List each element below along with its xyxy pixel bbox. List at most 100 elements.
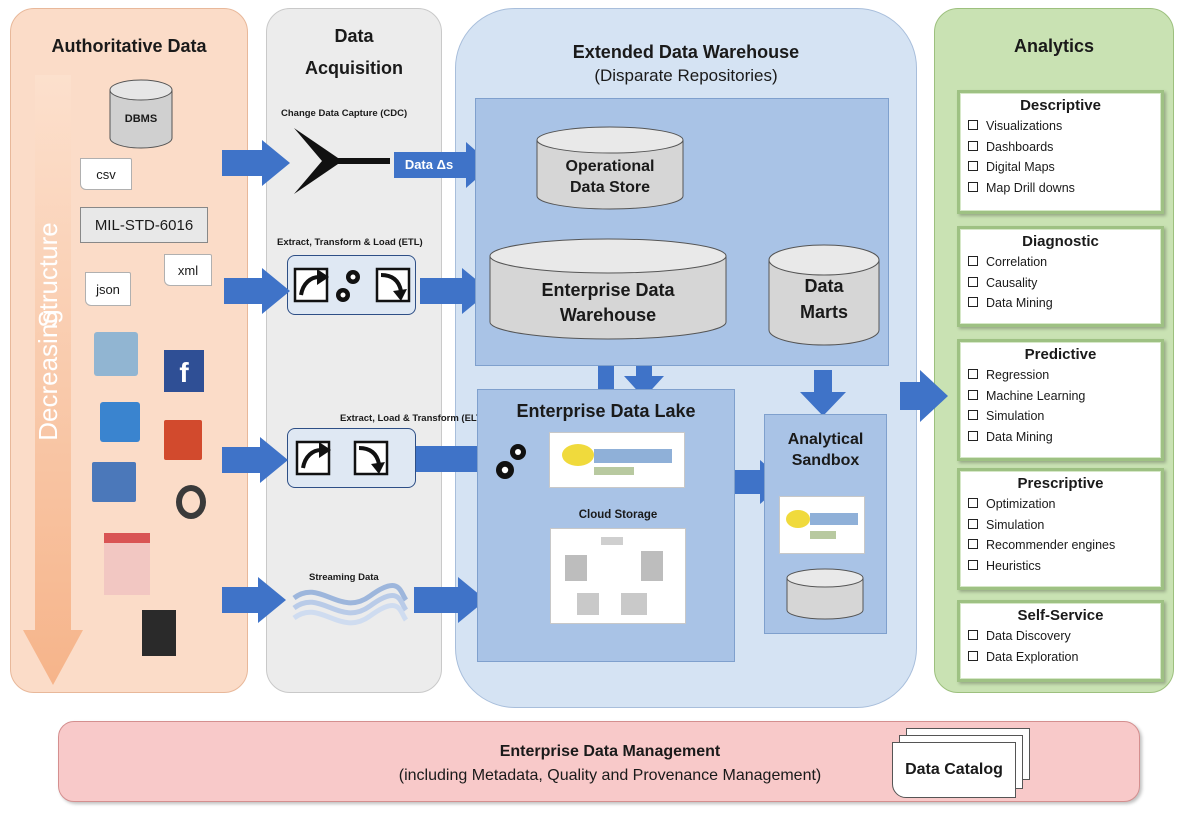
item-label: Map Drill downs [986,180,1075,195]
item-label: Causality [986,275,1038,290]
hadoop-logo-lake [549,432,685,488]
analytics-prescriptive: Prescriptive Optimization Simulation Rec… [957,468,1164,590]
checkbox-icon [968,256,978,266]
data-deltas-tag: Data Δs [404,157,454,172]
checkbox-icon [968,559,978,570]
arrow-cdc-to-ods [394,142,492,188]
diagnostic-item: Data Mining [968,293,1153,314]
streaming-wave-icon [292,583,409,626]
load-transform-icon [295,440,389,476]
data-lake-title: Enterprise Data Lake [516,401,696,421]
checkbox-icon [968,389,978,400]
prescriptive-item: Simulation [968,515,1153,536]
edw-label-line1: Enterprise Data [541,280,675,300]
arrow-sources-to-etl [224,268,290,314]
checkbox-icon [968,120,978,130]
item-label: Data Mining [986,296,1053,310]
mil-std-6016-box: MIL-STD-6016 [80,207,208,243]
item-label: Simulation [986,517,1045,532]
cdc-merge-icon [294,128,390,194]
facebook-icon: f [164,350,204,392]
checkbox-icon [968,498,978,508]
diagnostic-item: Correlation [968,252,1153,273]
checkbox-icon [968,369,978,379]
hadoop-logo-sandbox [779,496,865,554]
analytics-predictive: Predictive Regression Machine Learning S… [957,339,1164,461]
json-document: json [85,272,131,306]
xml-document: xml [164,254,212,286]
hadoop-elephant-small-icon [786,510,858,539]
sandbox-cylinder [786,568,864,620]
checkbox-icon [968,161,978,171]
transform-share-icon [293,267,411,303]
analytics-self-service: Self-Service Data Discovery Data Explora… [957,600,1164,682]
checkbox-icon [968,410,978,420]
data-marts-cylinder [768,244,880,346]
warehouse-subtitle: (Disparate Repositories) [594,66,778,85]
opera-icon [176,485,206,519]
checkbox-icon [968,181,978,192]
sandbox-title-line2: Sandbox [791,452,860,469]
self-service-title: Self-Service [1017,607,1104,624]
ods-label-line2: Data Store [569,179,651,196]
checkbox-icon [968,650,978,661]
descriptive-item: Map Drill downs [968,178,1153,199]
descriptive-item: Visualizations [968,116,1153,137]
edw-cylinder [489,238,727,340]
outlook-icon [100,402,140,442]
warehouse-title: Extended Data Warehouse [572,42,800,62]
prescriptive-item: Recommender engines [968,535,1153,556]
twitter-icon [94,332,138,376]
decreasing-structure-arrow [23,75,83,685]
checkbox-icon [968,297,978,307]
gears-icon [496,444,526,479]
edw-label-line2: Warehouse [559,305,657,325]
data-management-title: Enterprise Data Management [499,743,721,760]
checkbox-icon [968,539,978,549]
self-service-item: Data Exploration [968,647,1153,668]
predictive-item: Regression [968,365,1153,386]
file-icon [142,610,176,656]
item-label: Data Mining [986,429,1053,444]
data-marts-label-line2: Marts [799,302,848,322]
diagnostic-title: Diagnostic [1022,233,1099,250]
item-label: Data Exploration [986,649,1079,664]
analytics-title: Analytics [1013,36,1095,56]
word-icon [92,462,136,502]
arrow-streaming-to-lake [414,577,486,623]
item-label: Machine Learning [986,388,1086,403]
hadoop-elephant-icon [562,444,672,475]
data-catalog-page-front: Data Catalog [892,742,1016,798]
item-label: Optimization [986,497,1056,511]
descriptive-item: Digital Maps [968,157,1153,178]
item-label: Correlation [986,255,1048,269]
arrow-sources-to-cdc [222,140,290,186]
item-label: Simulation [986,409,1045,423]
checkbox-icon [968,430,978,441]
powerpoint-icon [164,420,202,460]
arrow-warehouse-to-analytics [900,370,948,422]
csv-document: csv [80,158,132,190]
item-label: Visualizations [986,119,1063,133]
etl-label: Extract, Transform & Load (ETL) [277,237,423,248]
diagnostic-item: Causality [968,273,1153,294]
sandbox-title-line1: Analytical [787,431,864,448]
streaming-label: Streaming Data [309,572,379,583]
cloud-network-icon [565,537,663,615]
authoritative-data-title: Authoritative Data [51,36,207,56]
cdc-label: Change Data Capture (CDC) [281,108,408,119]
prescriptive-item: Optimization [968,494,1153,515]
analytics-descriptive: Descriptive Visualizations Dashboards Di… [957,90,1164,214]
data-catalog-label: Data Catalog [905,761,1003,778]
checkbox-icon [968,518,978,529]
item-label: Data Discovery [986,629,1071,643]
arrow-sources-to-streaming [222,577,286,623]
data-management-subtitle: (including Metadata, Quality and Provena… [398,767,822,784]
ods-label-line1: Operational [565,158,655,175]
checkbox-icon [968,276,978,287]
arrow-sources-to-elt [222,437,288,483]
data-acquisition-title-line2: Acquisition [305,58,403,78]
arrow-etl-to-edw [420,268,490,314]
checkbox-icon [968,140,978,151]
descriptive-item: Dashboards [968,137,1153,158]
